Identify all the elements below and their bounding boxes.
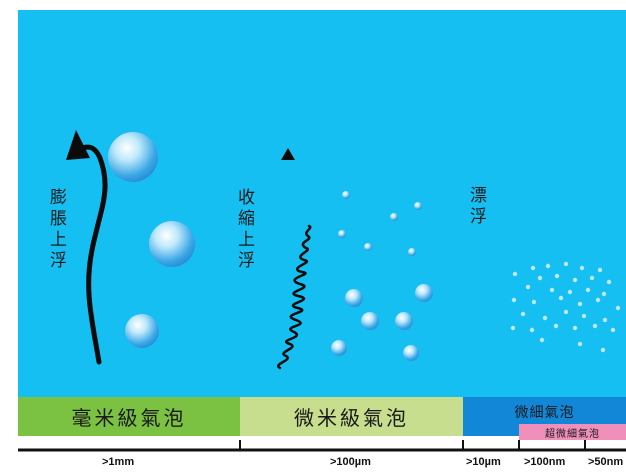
bubble-tiny (510, 325, 516, 331)
bubble-tiny (589, 275, 595, 281)
bubble-tiny (537, 275, 543, 281)
bubble-tiny (511, 297, 517, 303)
bubble-tiny (597, 267, 603, 273)
bubble-tiny (539, 337, 545, 343)
ultrafine-band: 超微細氣泡 (519, 424, 626, 440)
scale-label-1mm: >1mm (102, 456, 135, 468)
bubble-tiny (525, 284, 531, 290)
fine-bubbles (510, 261, 621, 353)
bubble-tiny (529, 327, 535, 333)
scale-label-100nm: >100nm (524, 456, 566, 468)
bubble-tiny (572, 277, 578, 283)
bubble-large (108, 132, 158, 182)
bubble-tiny (567, 289, 573, 295)
bubble-tiny (531, 299, 537, 305)
bubble-tiny (615, 305, 621, 311)
float-label: 漂浮 (466, 186, 486, 228)
bubble-tiny (530, 265, 536, 271)
bubble-tiny (553, 323, 559, 329)
bubble-tiny (610, 327, 616, 333)
bubble-large (125, 314, 159, 348)
bubble-tiny (585, 287, 591, 293)
millimeter-band: 毫米級氣泡 (18, 397, 240, 436)
expand-rise-label: 膨脹上浮 (46, 188, 66, 272)
bubble-tiny (579, 265, 585, 271)
bubble-tiny (563, 261, 569, 267)
scale-label-10um: >10µm (466, 456, 501, 468)
bubble-tiny (554, 273, 560, 279)
millimeter-bubbles (108, 132, 195, 348)
bubble-tiny (558, 295, 564, 301)
bubble-tiny (602, 317, 608, 323)
micrometer-band: 微米級氣泡 (240, 397, 463, 436)
bubble-tiny (563, 309, 569, 315)
bubble-tiny (600, 347, 606, 353)
bubble-large (149, 221, 195, 267)
bubble-tiny (572, 325, 578, 331)
expand-rise-arrow (66, 130, 108, 365)
bubble-tiny (549, 287, 555, 293)
bubble-tiny (595, 297, 601, 303)
bubble-tiny (545, 263, 551, 269)
bubble-tiny (542, 315, 548, 321)
bubble-tiny (581, 313, 587, 319)
scale-label-100um: >100µm (330, 456, 371, 468)
water-background (18, 10, 626, 398)
shrink-rise-label: 收縮上浮 (234, 188, 254, 272)
micrometer-bubbles (331, 191, 433, 361)
bubble-tiny (592, 323, 598, 329)
bubble-tiny (577, 341, 583, 347)
bubble-tiny (606, 279, 612, 285)
shrink-rise-arrow (277, 148, 312, 370)
scale-label-50nm: >50nm (588, 456, 624, 468)
bubble-tiny (601, 291, 607, 297)
bubble-tiny (512, 271, 518, 277)
bubble-tiny (520, 311, 526, 317)
bubble-tiny (577, 301, 583, 307)
